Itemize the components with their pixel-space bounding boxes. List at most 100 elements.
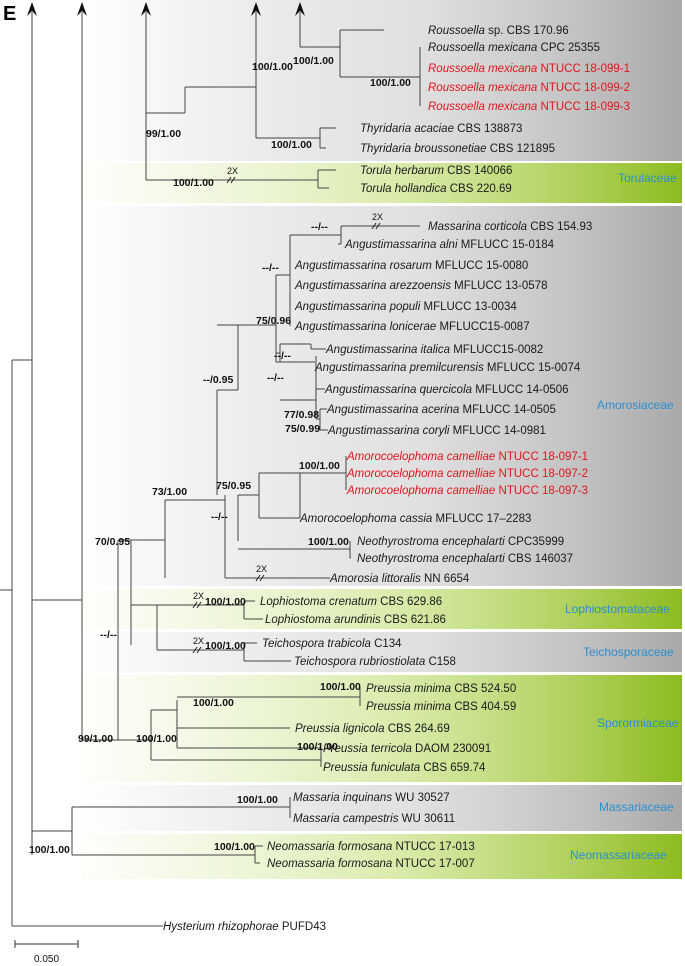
taxon-label: Angustimassarina italica MFLUCC15-0082	[325, 344, 543, 356]
taxon-species: Neomassaria formosana	[267, 841, 392, 853]
taxon-label: Massaria campestris WU 30611	[293, 813, 455, 825]
support-value: 99/1.00	[78, 733, 113, 745]
break-multiplier-label: 2X	[372, 212, 383, 222]
taxon-strain: CBS 146037	[505, 553, 573, 565]
taxon-label: Thyridaria broussonetiae CBS 121895	[360, 143, 555, 155]
taxon-species: Angustimassarina lonicerae	[294, 321, 436, 333]
panel-letter: E	[3, 3, 16, 25]
taxon-species: Massaria inquinans	[293, 792, 392, 804]
support-value: 100/1.00	[299, 460, 340, 472]
taxon-label: Massaria inquinans WU 30527	[293, 792, 450, 804]
taxon-species: Preussia funiculata	[323, 762, 420, 774]
taxon-species: Massarina corticola	[428, 221, 527, 233]
band-torulaceae	[82, 163, 682, 203]
taxon-label: Neomassaria formosana NTUCC 17-013	[267, 841, 475, 853]
taxon-strain: CBS 621.86	[381, 614, 446, 626]
family-label-lophiostomataceae: Lophiostomataceae	[565, 602, 670, 616]
collapsed-branch-arrow	[295, 2, 305, 16]
taxon-species: Thyridaria broussonetiae	[360, 143, 487, 155]
support-value: 100/1.00	[370, 77, 411, 89]
taxon-label: Torula hollandica CBS 220.69	[360, 183, 512, 195]
break-slash	[196, 646, 202, 654]
taxon-species: Angustimassarina premilcurensis	[314, 362, 484, 374]
support-value: 100/1.00	[205, 640, 246, 652]
taxon-strain: MFLUCC15-0082	[450, 344, 543, 356]
taxon-species: Hysterium rhizophorae	[163, 921, 279, 933]
break-slash	[230, 176, 236, 184]
taxon-label: Roussoella mexicana NTUCC 18-099-1	[428, 63, 630, 75]
support-value: --/--	[262, 262, 279, 274]
support-value: 73/1.00	[152, 486, 187, 498]
taxon-strain: NN 6654	[421, 573, 470, 585]
collapsed-branch-arrow	[27, 2, 37, 16]
taxon-strain: CBS 629.86	[377, 596, 442, 608]
family-labels: Torulaceae Amorosiaceae Lophiostomatacea…	[565, 171, 679, 862]
taxon-strain: CPC35999	[505, 536, 564, 548]
taxon-strain: NTUCC 18-097-1	[495, 451, 588, 463]
taxon-species: Angustimassarina quercicola	[324, 384, 472, 396]
family-label-amorosiaceae: Amorosiaceae	[597, 398, 674, 412]
taxon-species: Massaria campestris	[293, 813, 399, 825]
taxon-strain: CBS 138873	[454, 123, 522, 135]
taxon-label: Neomassaria formosana NTUCC 17-007	[267, 858, 475, 870]
break-multiplier-label: 2X	[193, 591, 204, 601]
support-value: 100/1.00	[308, 536, 349, 548]
collapsed-branch-arrow	[251, 2, 261, 16]
support-value: --/0.95	[203, 374, 234, 386]
taxon-label: Teichospora rubriostiolata C158	[294, 656, 456, 668]
taxon-label: Lophiostoma crenatum CBS 629.86	[260, 596, 442, 608]
support-value: --/--	[267, 372, 284, 384]
family-label-neomassariaceae: Neomassariaceae	[570, 848, 667, 862]
taxon-label: Angustimassarina quercicola MFLUCC 14-05…	[324, 384, 569, 396]
support-value: --/--	[274, 350, 291, 362]
taxon-strain: MFLUCC 14-0505	[459, 404, 556, 416]
taxon-species: Amorocoelophoma camelliae	[346, 451, 495, 463]
taxon-strain: CBS 220.69	[447, 183, 512, 195]
taxon-species: Neothyrostroma encephalarti	[357, 553, 505, 565]
taxon-label: Thyridaria acaciae CBS 138873	[360, 123, 522, 135]
taxon-strain: MFLUCC 17–2283	[432, 513, 531, 525]
support-value: 75/0.96	[256, 315, 291, 327]
taxon-strain: CBS 404.59	[451, 701, 516, 713]
tree-branches	[0, 12, 421, 927]
taxon-label: Amorocoelophoma cassia MFLUCC 17–2283	[299, 513, 531, 525]
taxon-strain: CBS 524.50	[451, 683, 516, 695]
taxon-species: Angustimassarina coryli	[327, 425, 450, 437]
break-slash	[192, 646, 198, 654]
taxon-species: Preussia minima	[366, 683, 451, 695]
taxon-species: Roussoella	[428, 25, 485, 37]
taxon-label: Roussoella sp. CBS 170.96	[428, 25, 569, 37]
taxon-strain: MFLUCC 15-0080	[432, 260, 529, 272]
taxon-label: Amorocoelophoma camelliae NTUCC 18-097-1	[346, 451, 588, 463]
support-value: 100/1.00	[320, 681, 361, 693]
taxon-label: Neothyrostroma encephalarti CBS 146037	[357, 553, 573, 565]
taxon-strain: CBS 121895	[487, 143, 555, 155]
band-roussoellaceae	[82, 0, 682, 161]
taxon-label: Angustimassarina arezzoensis MFLUCC 13-0…	[294, 280, 547, 292]
taxon-strain: WU 30611	[398, 813, 455, 825]
break-multiplier-label: 2X	[227, 166, 238, 176]
taxon-label: Angustimassarina lonicerae MFLUCC15-0087	[294, 321, 530, 333]
taxon-label: Angustimassarina acerina MFLUCC 14-0505	[326, 404, 556, 416]
break-slash	[196, 601, 202, 609]
support-value: 100/1.00	[193, 697, 234, 709]
support-value: --/--	[211, 511, 228, 523]
support-value: 77/0.98	[284, 409, 319, 421]
taxon-label: Roussoella mexicana NTUCC 18-099-3	[428, 101, 630, 113]
taxon-species: Angustimassarina alni	[344, 239, 458, 251]
taxon-label: Hysterium rhizophorae PUFD43	[163, 921, 326, 933]
support-value: --/--	[311, 221, 328, 233]
collapsed-branch-arrow	[141, 2, 151, 16]
taxon-strain: WU 30527	[392, 792, 450, 804]
break-multiplier-label: 2X	[256, 564, 267, 574]
taxon-strain: sp. CBS 170.96	[485, 25, 569, 37]
taxon-strain: CBS 154.93	[527, 221, 592, 233]
taxon-species: Angustimassarina arezzoensis	[294, 280, 451, 292]
taxon-strain: MFLUCC 14-0981	[449, 425, 546, 437]
taxon-label: Amorosia littoralis NN 6654	[329, 573, 470, 585]
band-massariaceae	[82, 785, 682, 831]
break-slash	[226, 176, 232, 184]
